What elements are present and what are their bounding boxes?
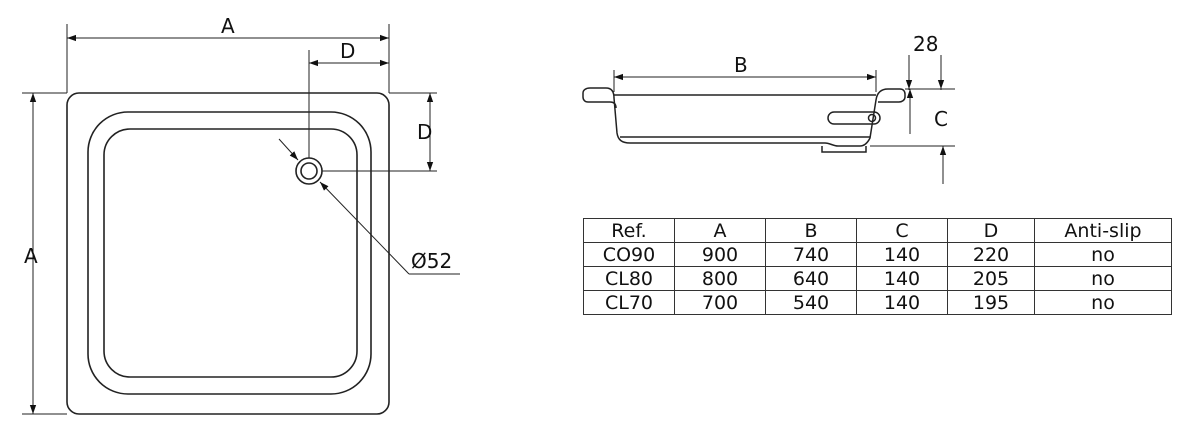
table-header-row: Ref. A B C D Anti-slip <box>583 218 1172 243</box>
label-d-right: D <box>417 120 432 144</box>
label-28: 28 <box>913 32 938 56</box>
side-view <box>582 87 906 153</box>
tray-profile-outer <box>582 87 906 147</box>
top-view <box>66 92 390 415</box>
top-view-dimension-lines <box>29 34 460 414</box>
spec-table: Ref. A B C D Anti-slip CO90 900 740 140 … <box>583 218 1172 315</box>
tray-inner-basin <box>87 111 372 395</box>
drain-foot <box>821 146 867 153</box>
cell-anti-slip: no <box>1034 266 1172 291</box>
tray-outer-rim <box>66 92 390 415</box>
cell-anti-slip: no <box>1034 242 1172 267</box>
cell-d: 220 <box>947 242 1035 267</box>
label-b: B <box>734 53 748 77</box>
cell-a: 800 <box>674 266 766 291</box>
label-c: C <box>934 107 948 131</box>
drain-leader-out <box>319 181 410 275</box>
drain-leader-in <box>278 138 299 161</box>
drain-inner <box>300 162 318 180</box>
side-view-dimension-lines <box>614 66 947 184</box>
cell-d: 205 <box>947 266 1035 291</box>
header-b: B <box>765 218 857 243</box>
cell-b: 540 <box>765 290 857 315</box>
table-row: CL70 700 540 140 195 no <box>583 290 1172 315</box>
label-drain-diameter: Ø52 <box>411 249 452 273</box>
cell-ref: CO90 <box>583 242 675 267</box>
label-a-left: A <box>24 244 38 268</box>
cell-anti-slip: no <box>1034 290 1172 315</box>
label-d-top: D <box>340 39 355 63</box>
cell-a: 900 <box>674 242 766 267</box>
drain-outlet-hole <box>867 113 877 123</box>
header-c: C <box>856 218 948 243</box>
cell-c: 140 <box>856 290 948 315</box>
cell-d: 195 <box>947 290 1035 315</box>
table-row: CL80 800 640 140 205 no <box>583 266 1172 291</box>
top-view-extension-lines <box>22 24 437 415</box>
header-d: D <box>947 218 1035 243</box>
cell-ref: CL80 <box>583 266 675 291</box>
table-row: CO90 900 740 140 220 no <box>583 242 1172 267</box>
cell-a: 700 <box>674 290 766 315</box>
header-anti-slip: Anti-slip <box>1034 218 1172 243</box>
cell-ref: CL70 <box>583 290 675 315</box>
tray-rim-left <box>582 93 617 109</box>
cell-c: 140 <box>856 266 948 291</box>
tray-floor <box>103 128 358 378</box>
header-ref: Ref. <box>583 218 675 243</box>
drain-outlet <box>827 111 881 125</box>
drain-outer <box>295 157 323 185</box>
cell-c: 140 <box>856 242 948 267</box>
cell-b: 740 <box>765 242 857 267</box>
cell-b: 640 <box>765 266 857 291</box>
header-a: A <box>674 218 766 243</box>
label-a-top: A <box>221 14 235 38</box>
